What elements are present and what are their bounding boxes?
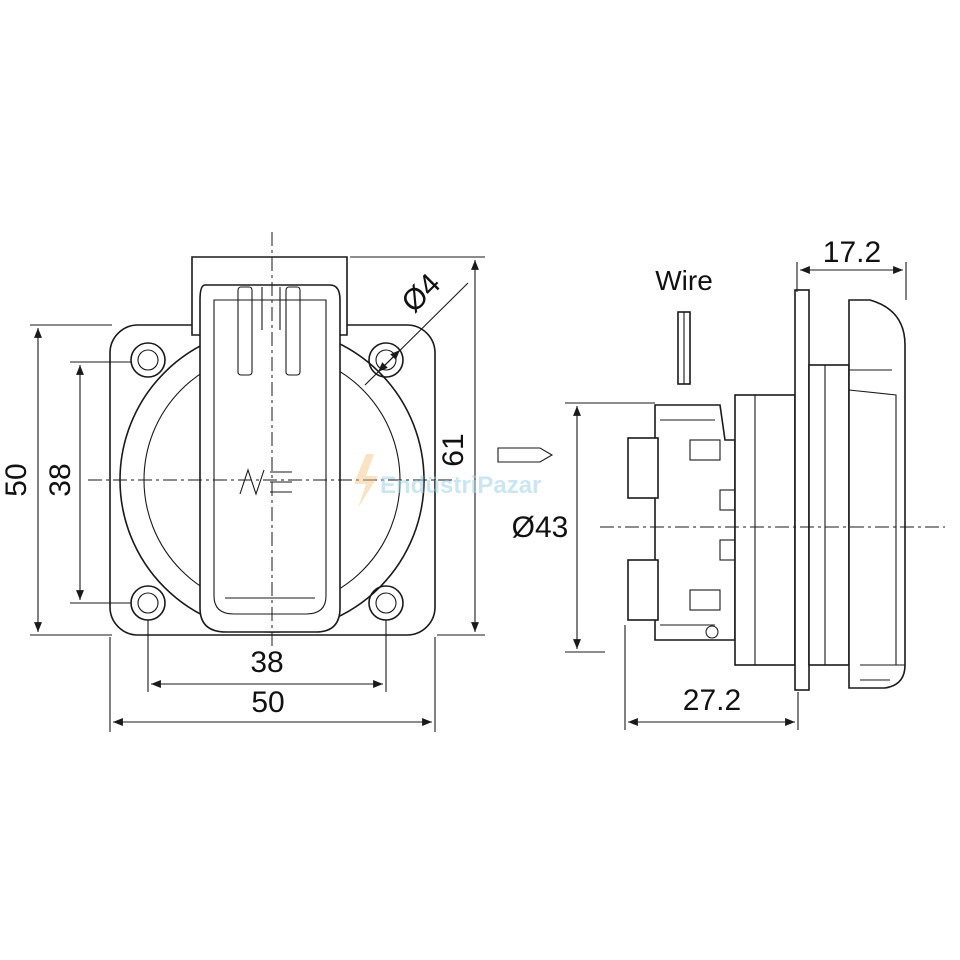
dim-front-width-outer: 50	[109, 637, 436, 732]
watermark-bolt-icon	[354, 454, 378, 508]
wire-insert-arrow	[497, 447, 554, 463]
wire-label: Wire	[655, 265, 713, 296]
dim-label-side-depth-cover: 17.2	[823, 236, 881, 269]
dim-label-front-overall-height: 61	[437, 433, 470, 466]
dim-label-side-depth-total: 27.2	[683, 684, 741, 717]
watermark: EndüstriPazar	[354, 454, 541, 508]
lid-logo	[239, 468, 292, 496]
dim-label-front-width-outer: 50	[251, 686, 284, 719]
dim-front-width-holes: 38	[147, 620, 387, 692]
side-body	[734, 289, 850, 691]
watermark-text: EndüstriPazar	[380, 472, 541, 499]
mounting-hole-top-right	[368, 342, 404, 378]
front-lid	[191, 256, 348, 633]
dim-label-front-height-holes: 38	[44, 463, 77, 496]
dim-side-depth-cover: 17.2	[796, 236, 907, 300]
dim-side-depth-total: 27.2	[624, 625, 799, 730]
wire: Wire	[655, 265, 713, 385]
mounting-hole-bottom-left	[130, 585, 166, 621]
dim-label-body-diameter: Ø43	[512, 511, 569, 544]
side-view: Wire	[497, 236, 945, 730]
dim-front-height-holes: 38	[44, 361, 131, 604]
mounting-holes	[130, 342, 404, 621]
dim-front-overall-height: 61	[350, 256, 485, 636]
front-view: 50 38 38 50 61	[0, 232, 485, 732]
mounting-hole-top-left	[130, 342, 166, 378]
side-cover	[848, 299, 906, 689]
dim-front-height-outer: 50	[0, 324, 112, 636]
dim-label-front-height-outer: 50	[0, 463, 33, 496]
dim-body-diameter: Ø43	[512, 402, 655, 653]
dim-label-front-width-holes: 38	[250, 646, 283, 679]
mounting-hole-bottom-right	[368, 585, 404, 621]
side-terminal-block	[627, 404, 751, 641]
